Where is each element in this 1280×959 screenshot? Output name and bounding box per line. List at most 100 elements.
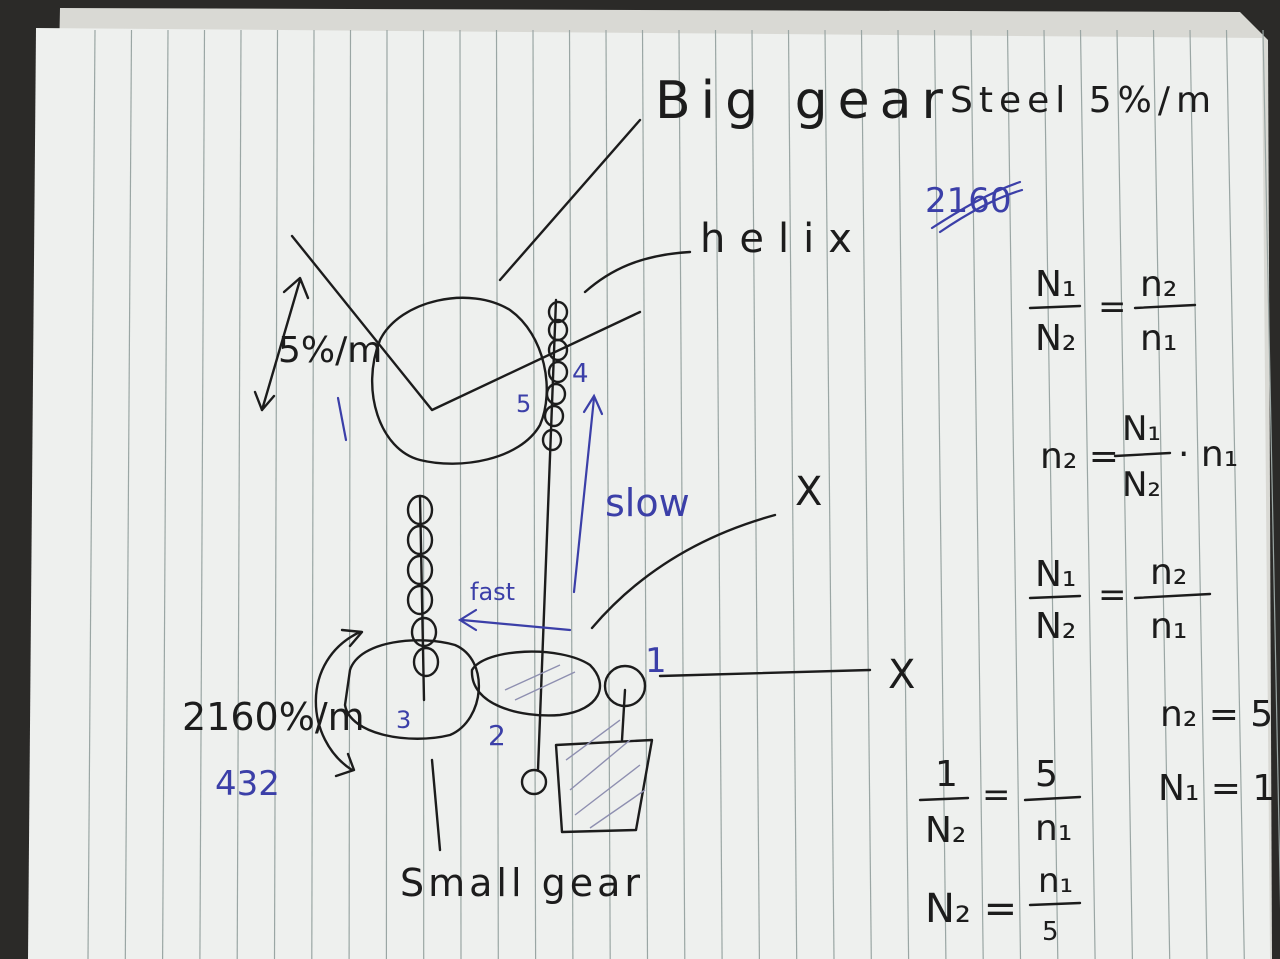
rule-line [1152, 29, 1171, 959]
slow-arrowhead [582, 393, 604, 416]
scribble-2160 [930, 180, 1024, 234]
helix-shaft-right [536, 298, 558, 772]
label-small-count: 432 [215, 764, 280, 804]
rule-line [1262, 29, 1280, 910]
eq4-rhs-num: 5 [1035, 754, 1058, 795]
gear-3-outline [343, 639, 480, 740]
eq3-equals: = [1098, 575, 1127, 615]
rule-line [1043, 29, 1059, 959]
rule-line [459, 29, 462, 959]
fast-arrow [460, 618, 572, 632]
rule-line [678, 29, 686, 959]
eq2-num: N₁ [1122, 409, 1161, 449]
hatching [504, 664, 646, 829]
eq4-rhs-den: n₁ [1035, 808, 1072, 849]
rule-line [1225, 29, 1245, 959]
label-slow: slow [605, 481, 690, 525]
label-small-speed: 2160%/m [182, 695, 365, 739]
rotation-arrowhead-up [282, 276, 310, 300]
eq2-den: N₂ [1122, 465, 1161, 505]
gear-2-foot [520, 768, 548, 796]
frac-bar-3-right [1133, 592, 1212, 600]
rule-line [199, 29, 206, 959]
gear-number-5: 5 [516, 390, 531, 418]
leader-x-top [590, 513, 777, 630]
eq4-lhs-den: N₂ [925, 810, 966, 851]
rule-line [124, 29, 133, 959]
gear-1-stem [620, 688, 627, 742]
fast-arrowhead [457, 608, 478, 632]
eq4-lhs-num: 1 [935, 754, 958, 795]
label-helix: helix [700, 216, 866, 262]
label-fast: fast [470, 578, 515, 606]
eq2-tail: · n₁ [1178, 434, 1238, 475]
slow-arrow [572, 396, 596, 594]
rotation-arrow-small-gear [314, 630, 362, 772]
rule-line [897, 29, 910, 959]
rule-line [860, 29, 872, 959]
eq1-lhs-den: N₂ [1035, 318, 1076, 359]
rule-line [824, 29, 835, 959]
frac-bar-3-left [1028, 594, 1082, 600]
gear-number-3: 3 [396, 706, 411, 734]
rule-line [1116, 29, 1133, 959]
rule-line [933, 29, 947, 959]
helix-shaft-left [418, 494, 426, 702]
rule-line [162, 29, 169, 959]
label-small-gear: Small gear [400, 861, 644, 905]
rotation-arrowhead-small-top [340, 628, 364, 648]
eq3-lhs-num: N₁ [1035, 554, 1076, 595]
rule-line [348, 29, 352, 959]
big-gear-arm [290, 234, 642, 412]
rule-line [311, 29, 315, 959]
rule-line [495, 29, 499, 959]
rule-line [787, 29, 798, 959]
rule-line [1189, 29, 1208, 959]
rotation-arrow-left [260, 278, 302, 412]
rule-line [1079, 29, 1096, 959]
eq1-rhs-num: n₂ [1140, 264, 1177, 305]
rule-line [273, 29, 279, 959]
label-x-top: X [795, 469, 822, 515]
given-n2: n₂ = 5 [1160, 694, 1273, 735]
frac-bar-1-right [1133, 303, 1197, 310]
eq2-lhs: n₂ = [1040, 436, 1119, 477]
eq1-equals: = [1098, 287, 1127, 327]
small-gear-leader [430, 758, 442, 852]
label-x-bottom: X [888, 652, 915, 698]
eq1-rhs-den: n₁ [1140, 318, 1177, 359]
rule-line [532, 29, 537, 959]
label-steel-speed: Steel 5%/m [950, 80, 1217, 121]
gear-number-4: 4 [572, 359, 589, 389]
given-N1: N₁ = 1 [1158, 768, 1275, 809]
frac-bar-4-right [1023, 795, 1082, 802]
eq4-equals: = [982, 775, 1011, 815]
big-gear-leader [498, 118, 642, 282]
gear-number-2: 2 [488, 719, 506, 752]
gear-number-1: 1 [645, 641, 667, 681]
rule-line [605, 29, 611, 959]
eq3-rhs-num: n₂ [1150, 552, 1187, 593]
rule-line [385, 29, 388, 959]
tick-mark [336, 396, 348, 442]
shaft-x-bottom [658, 668, 872, 678]
eq5-num: n₁ [1038, 861, 1073, 901]
label-left-speed: 5%/m [278, 330, 382, 371]
eq5-lhs: N₂ = [925, 886, 1017, 932]
rule-line [714, 29, 723, 959]
eq5-den: 5 [1042, 917, 1059, 947]
notebook-page [28, 28, 1270, 959]
rule-line [236, 29, 242, 959]
rotation-arrowhead-small-bottom [334, 752, 356, 778]
rule-line [751, 29, 761, 959]
bucket [554, 738, 654, 834]
rule-line [641, 29, 649, 959]
eq3-rhs-den: n₁ [1150, 606, 1187, 647]
rotation-arrowhead-down [253, 390, 276, 412]
helix-leader [583, 250, 692, 294]
big-gear-outline [371, 296, 548, 465]
rule-line [568, 29, 574, 959]
frac-bar-4-left [918, 796, 970, 802]
eq1-lhs-num: N₁ [1035, 264, 1076, 305]
